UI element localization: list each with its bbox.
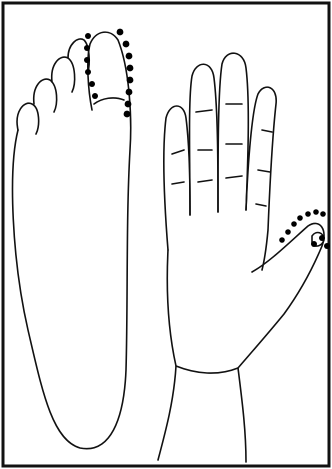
hand-thumb <box>238 223 324 368</box>
foot-sole <box>13 32 131 449</box>
hand-wrist-crease <box>176 366 238 373</box>
hand-wrist-right <box>238 368 246 462</box>
foot-toe-2 <box>68 39 89 72</box>
foot-big-toe-crease <box>94 98 124 104</box>
foot-toe-5 <box>17 103 39 134</box>
hand-finger-little <box>164 106 190 250</box>
hand-palm <box>158 53 324 462</box>
hand-palm-left-edge <box>158 250 176 460</box>
hand-finger-middle <box>218 53 248 212</box>
foot-toe-4 <box>34 79 57 112</box>
hand-finger-ring <box>190 64 219 215</box>
hand-finger-index <box>246 87 276 270</box>
foot-outline <box>13 32 131 449</box>
